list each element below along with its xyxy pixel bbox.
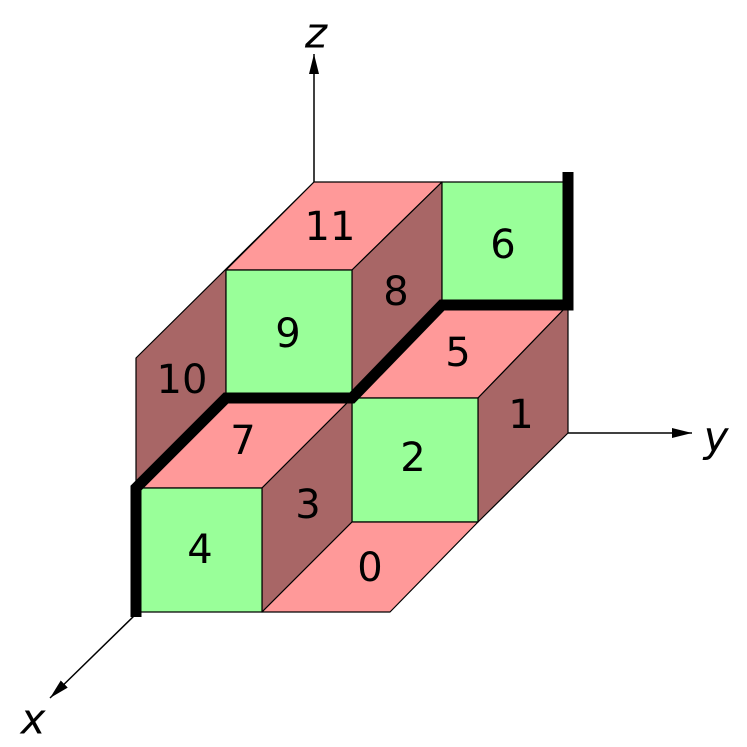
face-label-9: 9 bbox=[275, 311, 300, 357]
thick-boundary-path bbox=[130, 172, 574, 617]
face-label-1: 1 bbox=[508, 392, 533, 438]
y-axis-label: y bbox=[702, 413, 730, 462]
face-label-8: 8 bbox=[383, 269, 408, 315]
x-axis bbox=[49, 613, 137, 699]
face-0 bbox=[261, 521, 479, 613]
x-axis-label: x bbox=[19, 695, 47, 744]
face-label-2: 2 bbox=[400, 435, 425, 481]
face-label-3: 3 bbox=[295, 482, 320, 528]
face-label-0: 0 bbox=[357, 545, 382, 591]
face-label-6: 6 bbox=[490, 222, 515, 268]
face-label-7: 7 bbox=[230, 418, 255, 464]
z-axis-label: z bbox=[304, 9, 328, 58]
face-label-10: 10 bbox=[157, 357, 208, 403]
face-label-5: 5 bbox=[445, 330, 470, 376]
face-label-4: 4 bbox=[187, 527, 212, 573]
face-label-11: 11 bbox=[305, 204, 356, 250]
